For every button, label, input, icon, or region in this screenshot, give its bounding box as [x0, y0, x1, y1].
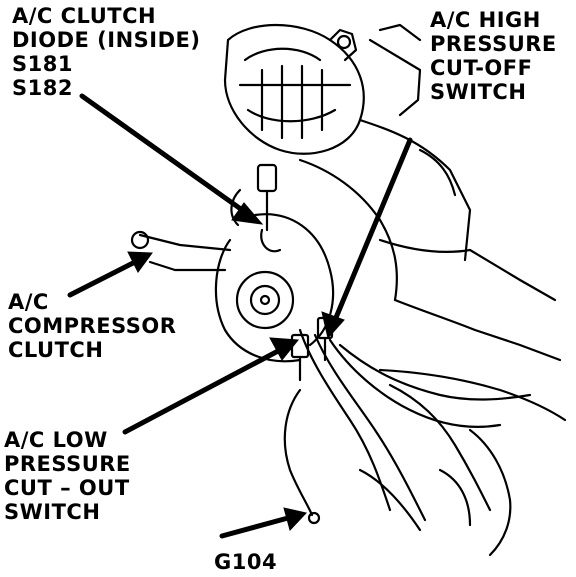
arrow-compressor-clutch: [67, 251, 153, 298]
label-line: S182: [12, 76, 73, 100]
label-line: A/C LOW: [4, 428, 108, 452]
label-compressor-clutch: A/C COMPRESSOR CLUTCH: [8, 290, 176, 362]
arrow-low-pressure: [122, 337, 299, 435]
alternator-outline: [223, 24, 365, 155]
label-line: SWITCH: [4, 500, 101, 524]
label-high-pressure-switch: A/C HIGH PRESSURE CUT-OFF SWITCH: [430, 8, 557, 104]
arrow-clutch-diode: [79, 93, 264, 225]
engine-block: [298, 118, 562, 362]
label-line: CUT-OFF: [430, 56, 533, 80]
label-line: DIODE (INSIDE): [12, 28, 201, 52]
label-line: CLUTCH: [8, 338, 104, 362]
label-line: PRESSURE: [4, 452, 131, 476]
bracket-top: [328, 23, 422, 117]
label-low-pressure-switch: A/C LOW PRESSURE CUT – OUT SWITCH: [4, 428, 131, 524]
label-line: G104: [214, 550, 278, 574]
diode-connector: [230, 163, 282, 253]
label-line: CUT – OUT: [4, 476, 130, 500]
arrow-high-pressure: [321, 137, 413, 340]
label-line: A/C: [8, 290, 49, 314]
label-line: SWITCH: [430, 80, 527, 104]
label-line: PRESSURE: [430, 32, 557, 56]
label-line: A/C CLUTCH: [12, 4, 157, 28]
label-ground: G104: [214, 550, 277, 574]
label-line: COMPRESSOR: [8, 314, 177, 338]
label-line: A/C HIGH: [430, 8, 541, 32]
arrow-g104: [219, 507, 307, 539]
wiring-harness: [298, 328, 567, 557]
label-clutch-diode: A/C CLUTCH DIODE (INSIDE) S181 S182: [12, 4, 200, 100]
label-line: S181: [12, 52, 73, 76]
ground-wire: [283, 388, 321, 525]
